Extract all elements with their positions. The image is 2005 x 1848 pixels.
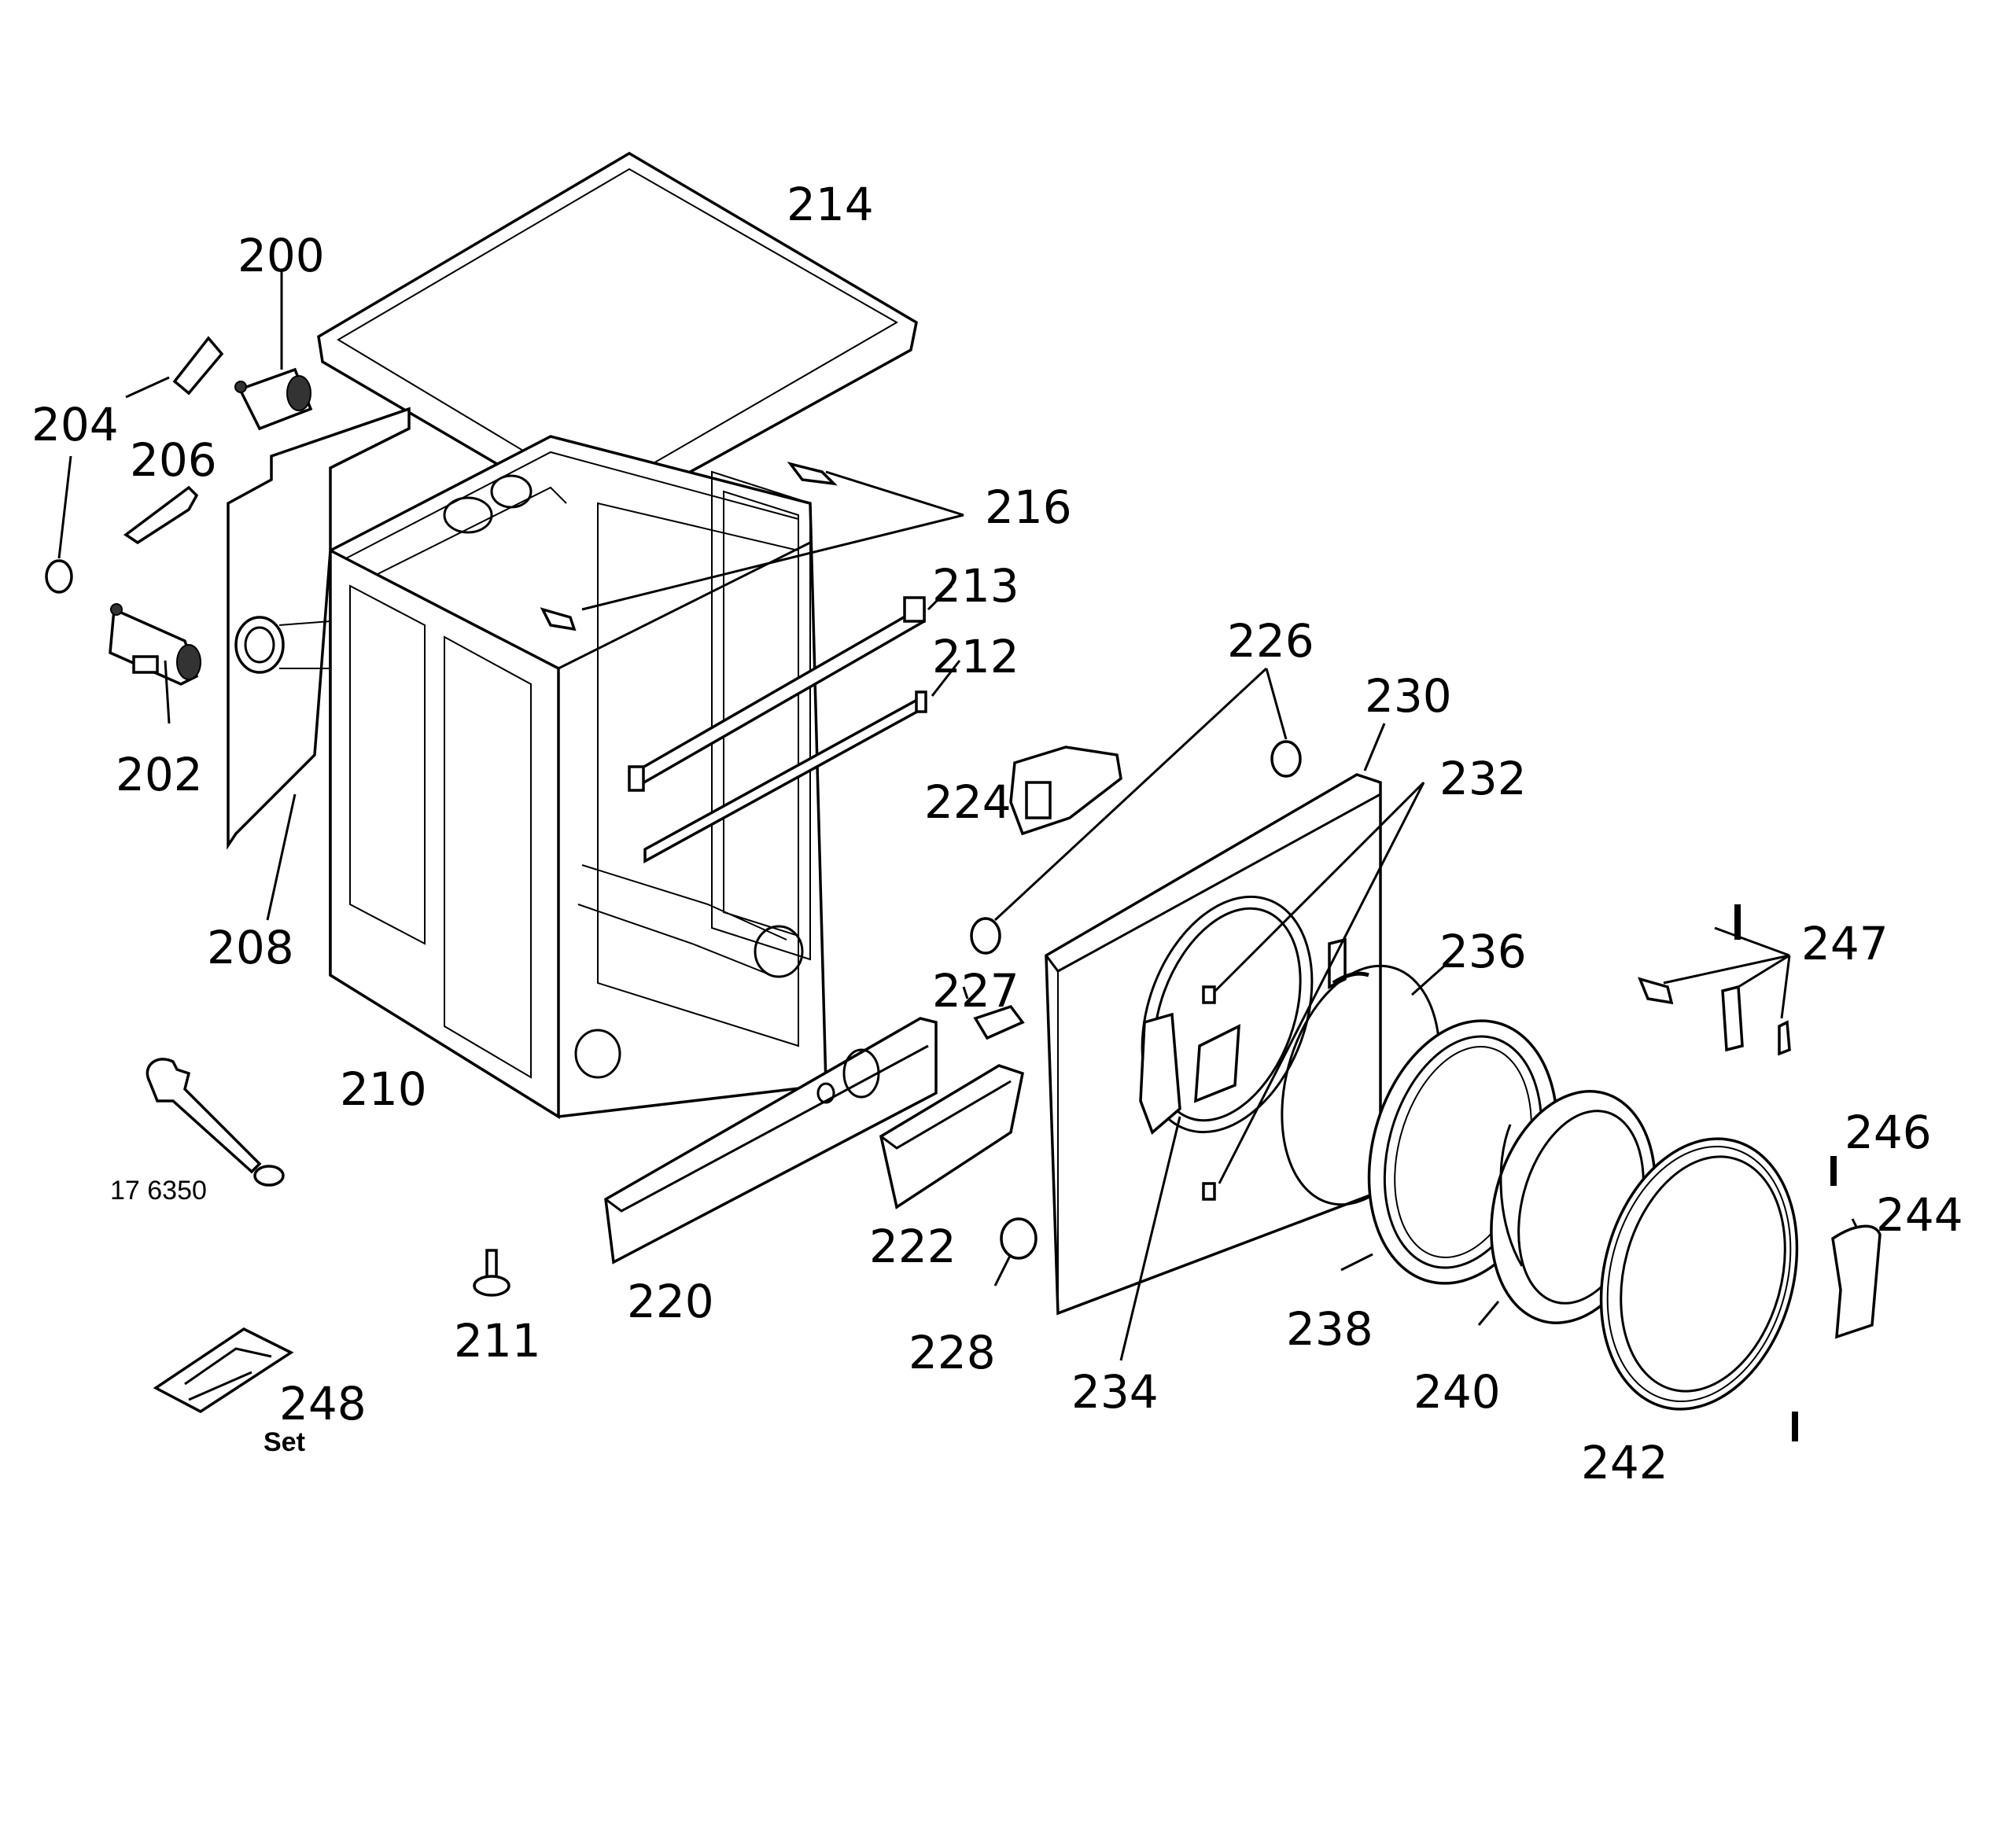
label-200: 200 [238, 229, 325, 282]
part-216-clip [540, 462, 838, 631]
part-222-drawer [879, 1064, 1025, 1209]
label-208: 208 [207, 921, 294, 974]
label-206: 206 [130, 433, 217, 487]
label-216: 216 [985, 480, 1072, 534]
label-202: 202 [116, 748, 203, 801]
label-212: 212 [932, 630, 1019, 683]
part-227-button [973, 1004, 1025, 1040]
label-224: 224 [924, 775, 1012, 829]
part-204-bracket [45, 336, 224, 594]
part-246-pin [1792, 1156, 1837, 1441]
wrench-code-label: 17 6350 [110, 1176, 207, 1206]
part-211-foot [473, 1249, 510, 1297]
part-224-door-lock [1009, 745, 1122, 836]
label-240: 240 [1413, 1365, 1501, 1419]
part-213-rail [628, 596, 926, 792]
part-228-knob [1000, 1217, 1038, 1260]
part-247-latch-set [1638, 904, 1791, 1056]
part-242-door-outer [1599, 1137, 1799, 1411]
part-210-cabinet [329, 435, 827, 1120]
part-214-top-cover [317, 151, 918, 525]
part-248-set [153, 1327, 294, 1414]
label-236: 236 [1439, 925, 1527, 978]
label-244: 244 [1876, 1188, 1963, 1242]
label-248: 248 [279, 1377, 367, 1430]
label-214: 214 [787, 178, 874, 231]
part-200-valve [234, 367, 313, 431]
part-212-rail [643, 690, 927, 863]
leader-lines [57, 271, 1858, 1361]
label-213: 213 [932, 559, 1019, 613]
label-247: 247 [1801, 917, 1889, 970]
part-208-back-panel [227, 407, 411, 850]
part-labels: 214 200 204 206 216 213 212 202 208 210 … [31, 178, 1963, 1489]
part-202-valve [109, 603, 201, 686]
label-238: 238 [1286, 1302, 1373, 1356]
part-244-handle [1831, 1224, 1882, 1339]
part-230-front-panel [1045, 773, 1382, 1316]
label-246: 246 [1845, 1106, 1932, 1159]
label-227: 227 [932, 964, 1019, 1018]
part-226-knob [970, 740, 1302, 955]
label-234: 234 [1071, 1365, 1159, 1419]
label-220: 220 [627, 1275, 714, 1328]
label-204: 204 [31, 398, 119, 451]
label-242: 242 [1581, 1436, 1668, 1489]
part-220-control-fascia [604, 1017, 938, 1265]
wrench-tool [146, 1058, 285, 1187]
label-226: 226 [1227, 614, 1314, 668]
part-206-clip [123, 485, 199, 545]
label-232: 232 [1439, 752, 1527, 805]
set-label: Set [264, 1427, 305, 1457]
label-210: 210 [340, 1062, 427, 1116]
label-230: 230 [1365, 669, 1452, 723]
label-222: 222 [869, 1220, 956, 1273]
label-228: 228 [909, 1326, 996, 1379]
label-211: 211 [454, 1314, 541, 1368]
